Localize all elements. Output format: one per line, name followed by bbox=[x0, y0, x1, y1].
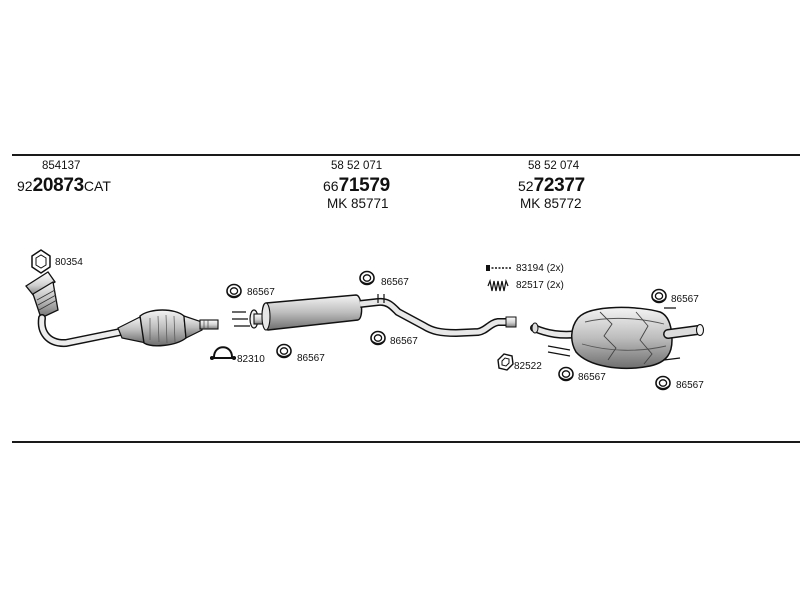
callout-86567-c: 86567 bbox=[381, 277, 409, 288]
group2-part-number: 6671579 bbox=[323, 175, 390, 197]
group3-part-bold: 72377 bbox=[533, 175, 586, 196]
hanger-86567-d bbox=[370, 330, 386, 346]
group1-part-bold: 20873 bbox=[32, 175, 85, 196]
callout-86567-g: 86567 bbox=[676, 380, 704, 391]
top-divider bbox=[12, 154, 800, 156]
callout-86567-d: 86567 bbox=[390, 336, 418, 347]
callout-82522: 82522 bbox=[514, 361, 542, 372]
group1-part-suffix: CAT bbox=[83, 178, 111, 194]
group1-part-number: 9220873CAT bbox=[17, 175, 111, 197]
callout-83194: 83194 (2x) bbox=[516, 263, 564, 274]
group3-part-prefix: 52 bbox=[518, 178, 534, 194]
group1-code: 854137 bbox=[42, 160, 81, 172]
hanger-86567-f bbox=[651, 288, 667, 304]
callout-82517: 82517 (2x) bbox=[516, 280, 564, 291]
callout-82310: 82310 bbox=[237, 354, 265, 365]
group3-mk: MK 85772 bbox=[520, 196, 582, 211]
callout-86567-b: 86567 bbox=[297, 353, 325, 364]
callout-86567-e: 86567 bbox=[578, 372, 606, 383]
group2-mk: MK 85771 bbox=[327, 196, 389, 211]
hanger-86567-a bbox=[226, 283, 242, 299]
rear-muffler-section bbox=[530, 306, 705, 370]
callout-80354: 80354 bbox=[55, 257, 83, 268]
group1-part-prefix: 92 bbox=[17, 178, 33, 194]
group2-part-prefix: 66 bbox=[323, 178, 339, 194]
spring-82517 bbox=[487, 278, 509, 292]
bottom-divider bbox=[12, 441, 800, 443]
group2-part-bold: 71579 bbox=[338, 175, 391, 196]
hanger-86567-b bbox=[276, 343, 292, 359]
group2-code: 58 52 071 bbox=[331, 160, 383, 172]
bolt-83194 bbox=[486, 265, 512, 271]
hanger-86567-c bbox=[359, 270, 375, 286]
gasket-82522 bbox=[497, 353, 514, 371]
hanger-86567-e bbox=[558, 366, 574, 382]
center-muffler-section bbox=[232, 294, 517, 337]
hanger-86567-g bbox=[655, 375, 671, 391]
group3-part-number: 5272377 bbox=[518, 175, 585, 197]
front-pipe-with-catalyst bbox=[25, 249, 219, 348]
group3-code: 58 52 074 bbox=[528, 160, 580, 172]
clamp-82310 bbox=[210, 346, 236, 360]
callout-86567-a: 86567 bbox=[247, 287, 275, 298]
callout-86567-f: 86567 bbox=[671, 294, 699, 305]
